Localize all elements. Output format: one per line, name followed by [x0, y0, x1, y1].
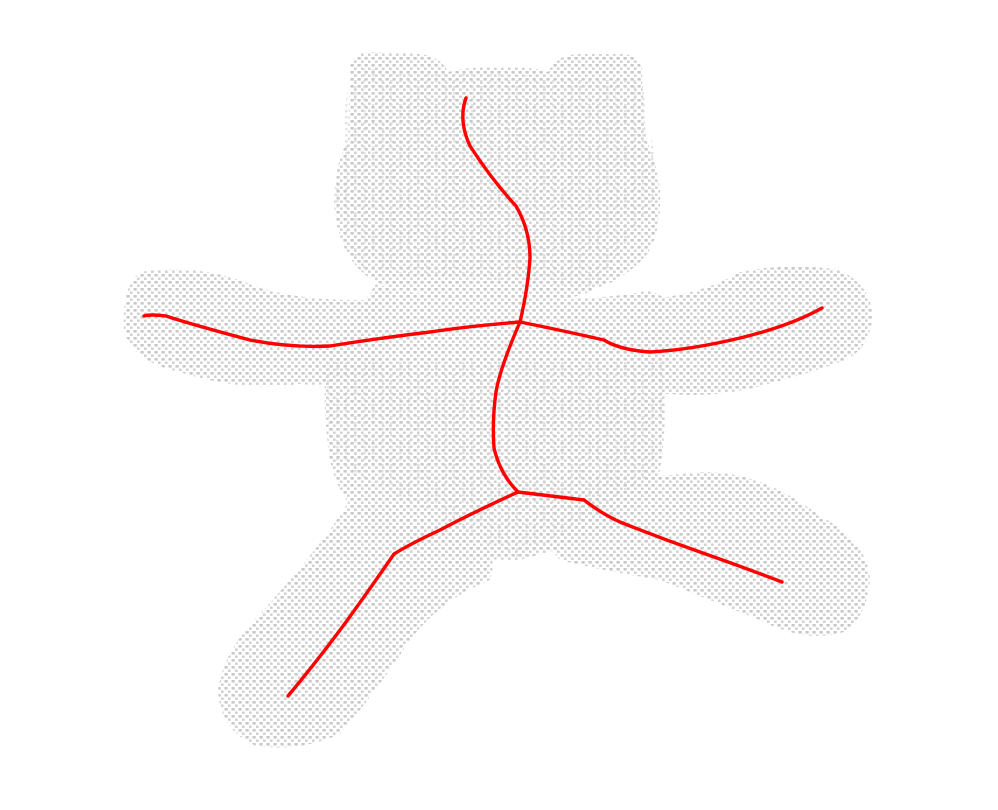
point-cloud-left-leg	[218, 500, 493, 748]
skeleton-left-arm-branch	[142, 313, 522, 349]
point-cloud-texture	[326, 68, 664, 560]
skeleton-right-arm-branch	[518, 306, 824, 354]
point-cloud-left-arm	[123, 269, 385, 387]
point-cloud-right-arm	[640, 266, 873, 395]
skeleton-right-leg-branch	[516, 490, 784, 584]
skeleton	[142, 96, 824, 698]
skeleton-head-branch	[461, 96, 532, 324]
point-cloud	[123, 52, 873, 748]
skeleton-left-leg-branch	[286, 490, 520, 698]
skeleton-spine-branch	[491, 320, 522, 494]
